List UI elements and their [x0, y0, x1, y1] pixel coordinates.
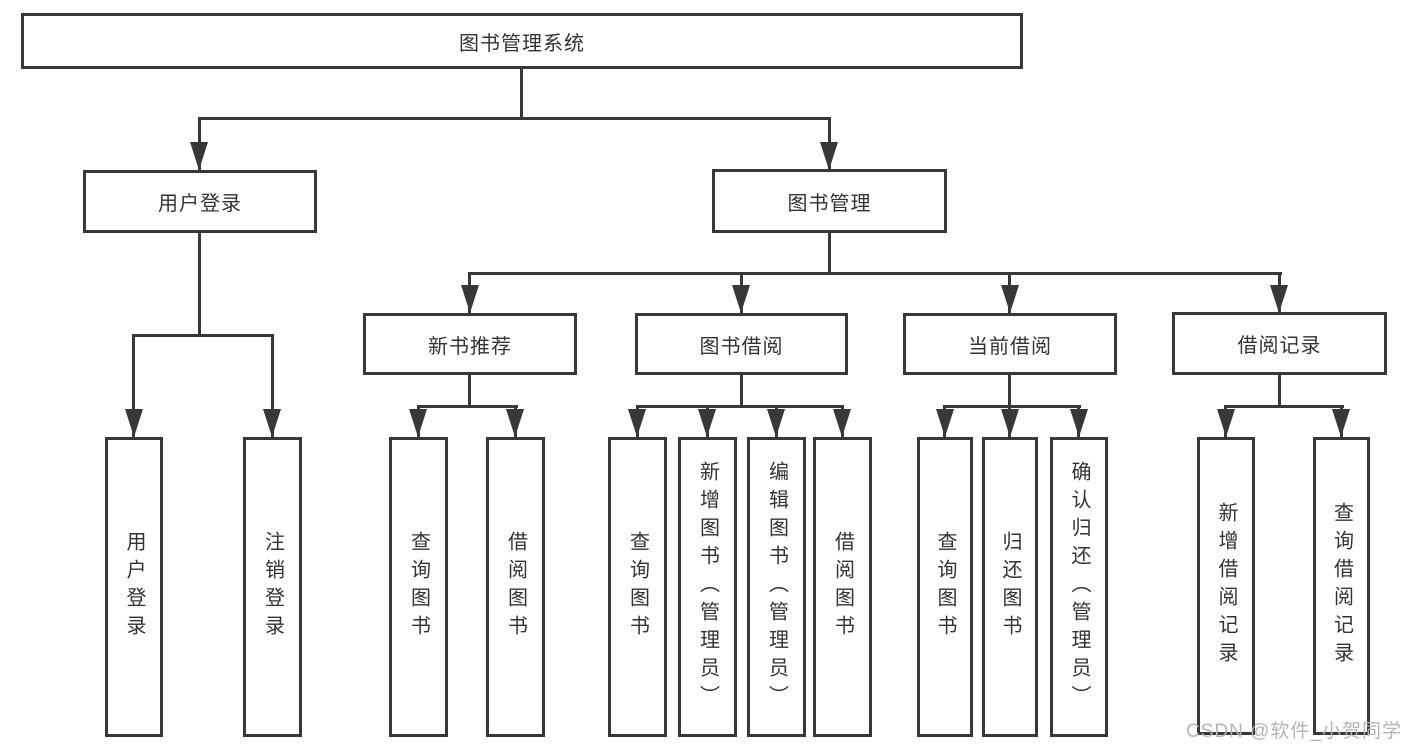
connector-line [1278, 375, 1281, 407]
arrowhead-down-icon [409, 409, 427, 437]
node-book-borrow: 图书借阅 [635, 313, 848, 375]
leaf-add-book-admin-label: 新增图书（管理员） [696, 461, 719, 713]
arrowhead-down-icon [263, 409, 281, 437]
connector-line [943, 405, 1081, 408]
leaf-user-login-label: 用户登录 [123, 531, 145, 643]
leaf-confirm-return-admin: 确认归还（管理员） [1050, 437, 1108, 737]
node-book-management: 图书管理 [712, 169, 947, 233]
connector-line [1008, 375, 1011, 407]
arrowhead-down-icon [125, 409, 143, 437]
arrowhead-down-icon [1001, 285, 1019, 313]
connector-line [417, 405, 518, 408]
connector-line [271, 334, 274, 437]
node-book-management-label: 图书管理 [787, 192, 872, 215]
connector-line [468, 375, 471, 407]
leaf-borrow-book-label: 借阅图书 [831, 531, 854, 643]
leaf-borrow-book-recommend-label: 借阅图书 [504, 531, 527, 643]
leaf-edit-book-admin: 编辑图书（管理员） [747, 437, 806, 737]
leaf-add-borrow-record: 新增借阅记录 [1197, 437, 1255, 735]
connector-line [636, 405, 844, 408]
leaf-add-book-admin: 新增图书（管理员） [678, 437, 737, 737]
node-current-borrow: 当前借阅 [903, 313, 1117, 375]
leaf-query-book-borrow-label: 查询图书 [626, 531, 649, 643]
connector-line [1224, 405, 1344, 408]
leaf-query-borrow-record-label: 查询借阅记录 [1330, 502, 1353, 670]
leaf-query-borrow-record: 查询借阅记录 [1313, 437, 1370, 735]
connector-line [198, 233, 201, 337]
leaf-query-book-current: 查询图书 [917, 437, 973, 737]
arrowhead-down-icon [698, 409, 716, 437]
node-user-login-label: 用户登录 [158, 193, 242, 215]
arrowhead-down-icon [936, 409, 954, 437]
node-user-login: 用户登录 [83, 170, 317, 233]
connector-line [132, 334, 135, 437]
arrowhead-down-icon [767, 409, 785, 437]
node-borrow-record: 借阅记录 [1172, 312, 1387, 375]
arrowhead-down-icon [461, 285, 479, 313]
leaf-return-book-label: 归还图书 [999, 531, 1021, 643]
node-root: 图书管理系统 [21, 13, 1023, 69]
node-new-book-recommend-label: 新书推荐 [428, 335, 512, 358]
node-new-book-recommend: 新书推荐 [363, 313, 577, 375]
connector-line [198, 117, 831, 120]
leaf-borrow-book: 借阅图书 [813, 437, 872, 737]
connector-line [740, 375, 743, 407]
leaf-confirm-return-admin-label: 确认归还（管理员） [1068, 461, 1090, 713]
arrowhead-down-icon [1001, 409, 1019, 437]
arrowhead-down-icon [833, 409, 851, 437]
leaf-user-login: 用户登录 [105, 437, 163, 737]
arrowhead-down-icon [1070, 409, 1088, 437]
arrowhead-down-icon [820, 142, 838, 170]
leaf-query-book-recommend: 查询图书 [389, 437, 448, 737]
leaf-logout: 注销登录 [243, 437, 302, 737]
connector-line [520, 69, 523, 120]
node-borrow-record-label: 借阅记录 [1237, 335, 1322, 357]
watermark: CSDN @软件_小贺同学 [1186, 721, 1402, 742]
arrowhead-down-icon [1217, 409, 1235, 437]
connector-line [828, 233, 831, 275]
arrowhead-down-icon [1270, 285, 1288, 313]
leaf-borrow-book-recommend: 借阅图书 [486, 437, 545, 737]
leaf-logout-label: 注销登录 [261, 531, 284, 643]
arrowhead-down-icon [190, 142, 208, 170]
leaf-add-borrow-record-label: 新增借阅记录 [1215, 502, 1237, 670]
leaf-query-book-borrow: 查询图书 [608, 437, 667, 737]
leaf-query-book-recommend-label: 查询图书 [407, 531, 430, 643]
arrowhead-down-icon [506, 409, 524, 437]
node-current-borrow-label: 当前借阅 [968, 335, 1052, 358]
node-root-label: 图书管理系统 [459, 32, 585, 55]
connector-line [468, 272, 1282, 275]
arrowhead-down-icon [1332, 409, 1350, 437]
leaf-return-book: 归还图书 [982, 437, 1038, 737]
arrowhead-down-icon [628, 409, 646, 437]
leaf-query-book-current-label: 查询图书 [934, 531, 956, 643]
leaf-edit-book-admin-label: 编辑图书（管理员） [765, 461, 788, 713]
node-book-borrow-label: 图书借阅 [699, 335, 784, 358]
connector-line [132, 334, 274, 337]
arrowhead-down-icon [732, 285, 750, 313]
